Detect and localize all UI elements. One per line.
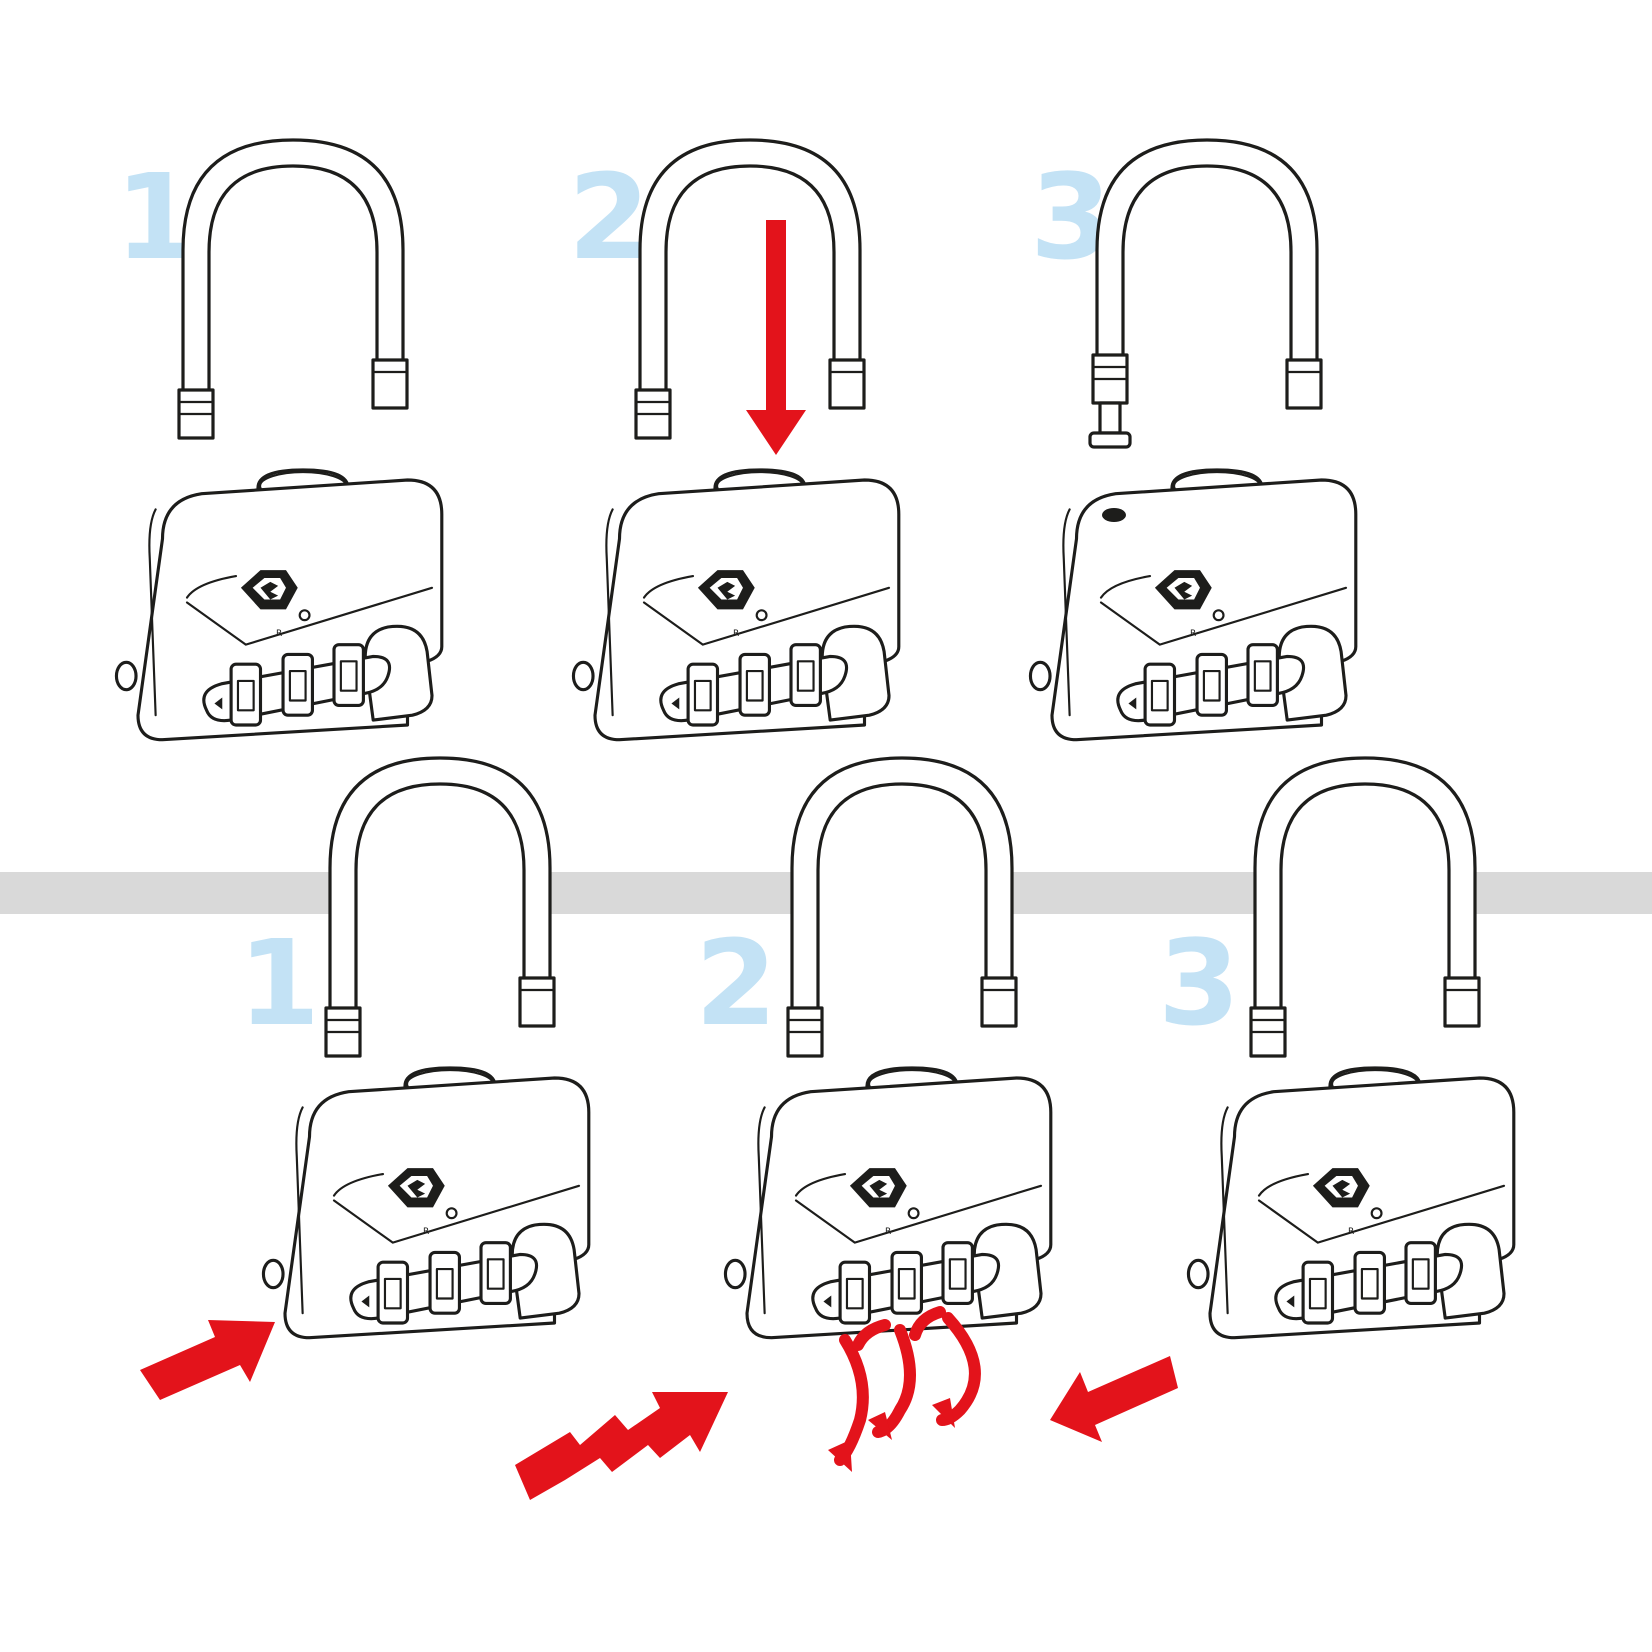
rotate-arrow-icon bbox=[828, 1306, 981, 1472]
arrow-icon bbox=[1050, 1356, 1178, 1442]
registered-mark: R bbox=[1348, 1227, 1354, 1237]
arrow-icon bbox=[746, 220, 806, 455]
bottom-step-number-1: 1 bbox=[238, 914, 320, 1052]
registered-mark: R bbox=[733, 629, 739, 639]
registered-mark: R bbox=[1190, 629, 1196, 639]
registered-mark: R bbox=[423, 1227, 429, 1237]
arrow-icon bbox=[515, 1392, 728, 1500]
registered-mark: R bbox=[885, 1227, 891, 1237]
registered-mark: R bbox=[276, 629, 282, 639]
arrow-icon bbox=[140, 1320, 275, 1400]
padlock-icon bbox=[1028, 138, 1358, 742]
bottom-step-number-2: 2 bbox=[695, 914, 777, 1052]
top-step-number-2: 2 bbox=[568, 148, 650, 286]
bottom-step-number-3: 3 bbox=[1158, 914, 1240, 1052]
